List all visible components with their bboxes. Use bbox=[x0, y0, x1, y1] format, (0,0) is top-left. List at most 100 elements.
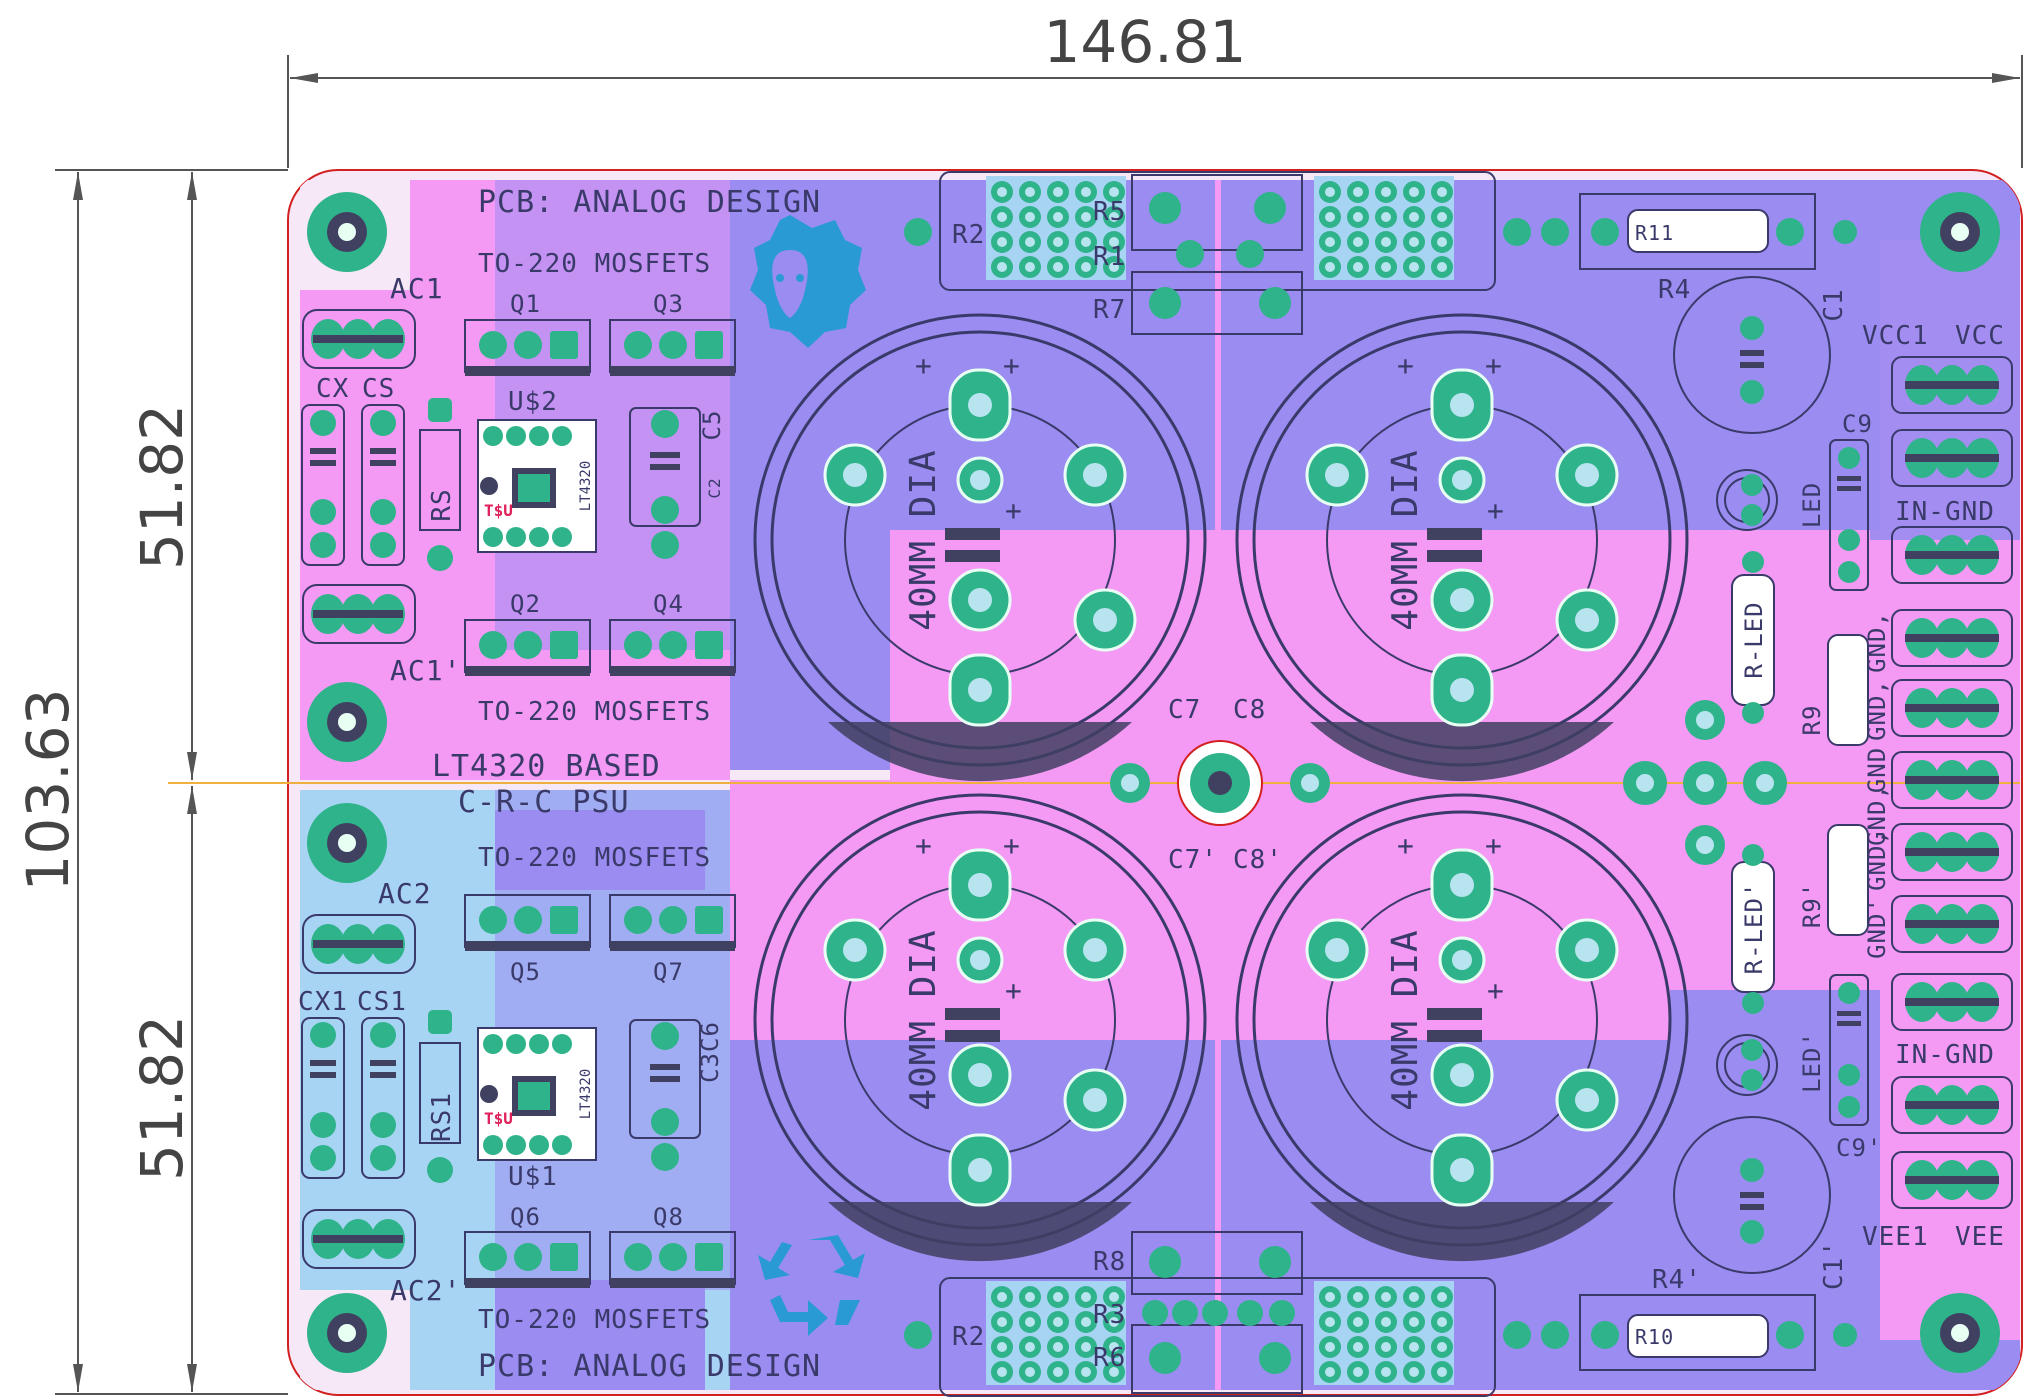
q5-label: Q5 bbox=[510, 958, 541, 986]
gnd-label-1: GND, bbox=[1863, 611, 1891, 673]
ledp-label: LED' bbox=[1798, 1031, 1826, 1093]
vee-label: VEE bbox=[1955, 1222, 2005, 1252]
rs1-label: RS1 bbox=[427, 1092, 457, 1142]
vee1-label: VEE1 bbox=[1862, 1222, 1929, 1252]
r10-label: R10 bbox=[1635, 1325, 1674, 1349]
c1p-label: C1' bbox=[1819, 1240, 1849, 1290]
capacitor-c8p bbox=[1235, 793, 1689, 1262]
c7-label: C7 bbox=[1168, 695, 1201, 725]
svg-text:+: + bbox=[1397, 829, 1414, 862]
r4-label: R4 bbox=[1658, 275, 1691, 305]
mosfets-label-3: TO-220 MOSFETS bbox=[478, 843, 711, 873]
r2-top-label: R2 bbox=[952, 220, 985, 250]
c9-caps bbox=[1829, 439, 1869, 1126]
r9-label: R9 bbox=[1798, 705, 1826, 736]
connectors-left bbox=[302, 309, 416, 1269]
r11-label: R11 bbox=[1635, 221, 1674, 245]
half-top-dimension: 51.82 bbox=[128, 404, 196, 570]
r4p-label: R4' bbox=[1652, 1265, 1702, 1295]
resistor-array-top bbox=[939, 171, 1816, 1397]
pcb-label-bottom: PCB: ANALOG DESIGN bbox=[478, 1349, 821, 1384]
r3-label: R3 bbox=[1093, 1300, 1126, 1330]
cap-dia-label-4: 40MM DIA bbox=[1385, 929, 1426, 1110]
half-bottom-dimension: 51.82 bbox=[128, 1015, 196, 1181]
cs-label: CS bbox=[362, 374, 395, 404]
mosfets-label-2: TO-220 MOSFETS bbox=[478, 697, 711, 727]
c9-label: C9 bbox=[1842, 410, 1873, 438]
cap-c1p bbox=[1673, 1116, 1831, 1274]
capacitor-c7 bbox=[753, 313, 1207, 782]
r5-label: R5 bbox=[1093, 197, 1126, 227]
r-led-resistors bbox=[1731, 551, 1775, 1014]
caps-c5-c2 bbox=[629, 407, 701, 1171]
c8p-label: C8' bbox=[1233, 845, 1283, 875]
dimension-arrows bbox=[73, 73, 2020, 1392]
ac2-label: AC2 bbox=[378, 877, 432, 910]
svg-text:+: + bbox=[1487, 974, 1504, 1007]
ic-pads bbox=[483, 426, 572, 1155]
gnd-label-3: GND bbox=[1863, 747, 1891, 793]
u2-label: U$2 bbox=[508, 387, 558, 417]
cap-dia-label-1: 40MM DIA bbox=[903, 449, 944, 630]
capacitor-polarity-marks bbox=[945, 528, 1482, 1042]
svg-text:+: + bbox=[1485, 349, 1502, 382]
cap-dia-label-3: 40MM DIA bbox=[903, 929, 944, 1110]
r6-label: R6 bbox=[1093, 1343, 1126, 1373]
c5-label: C5 bbox=[698, 410, 726, 441]
svg-text:+: + bbox=[1485, 829, 1502, 862]
ic-name-u1: LT4320 bbox=[578, 1069, 594, 1120]
capacitor-c7p bbox=[753, 793, 1207, 1262]
small-cap-bands-left bbox=[310, 448, 396, 1078]
svg-text:+: + bbox=[1005, 974, 1022, 1007]
cx-label: CX bbox=[316, 374, 349, 404]
ac2p-label: AC2' bbox=[390, 1274, 461, 1307]
c3c6-label: C3C6 bbox=[696, 1021, 724, 1083]
mosfet-pads bbox=[479, 331, 723, 1271]
svg-text:+: + bbox=[915, 829, 932, 862]
q1-label: Q1 bbox=[510, 290, 541, 318]
width-dimension: 146.81 bbox=[1044, 8, 1247, 76]
height-dimension: 103.63 bbox=[14, 689, 82, 892]
dimension-lines bbox=[55, 55, 2023, 1395]
led-label: LED bbox=[1798, 482, 1826, 528]
c7p-label: C7' bbox=[1168, 845, 1218, 875]
r2-bottom-label: R2 bbox=[952, 1322, 985, 1352]
rs-label: RS bbox=[427, 488, 457, 521]
cx1-label: CX1 bbox=[298, 987, 348, 1017]
q3-label: Q3 bbox=[653, 290, 684, 318]
u1-label: U$1 bbox=[508, 1162, 558, 1192]
q7-label: Q7 bbox=[653, 958, 684, 986]
gnd-label-6: GND' bbox=[1863, 897, 1891, 959]
q2-label: Q2 bbox=[510, 590, 541, 618]
r1-label: R1 bbox=[1093, 242, 1126, 272]
ic-ref-u2: T$U bbox=[484, 501, 513, 520]
center-pads bbox=[1110, 700, 1787, 865]
q6-label: Q6 bbox=[510, 1203, 541, 1231]
resistor-pads-top bbox=[904, 192, 1857, 1374]
vcc1-label: VCC1 bbox=[1862, 321, 1929, 351]
led-top bbox=[1716, 469, 1778, 531]
mosfets-label-1: TO-220 MOSFETS bbox=[478, 249, 711, 279]
capacitor-plus-signs: +++ +++ +++ +++ bbox=[915, 349, 1504, 1007]
recycle-logo bbox=[758, 1235, 865, 1336]
psu-title-line-1: LT4320 BASED bbox=[432, 749, 661, 784]
big-capacitor-holes bbox=[843, 393, 1599, 1182]
gnd-label-2: GND, bbox=[1863, 679, 1891, 741]
heatsink-pad-grids bbox=[986, 176, 1454, 1385]
mounting-holes bbox=[307, 192, 2000, 1373]
psu-title-line-2: C-R-C PSU bbox=[458, 785, 630, 820]
connectors-right bbox=[1891, 356, 2013, 1209]
cap-c1 bbox=[1673, 276, 1831, 434]
r8-label: R8 bbox=[1093, 1247, 1126, 1277]
cap-dia-label-2: 40MM DIA bbox=[1385, 449, 1426, 630]
r-led-label: R-LED bbox=[1740, 601, 1768, 678]
svg-text:+: + bbox=[1003, 829, 1020, 862]
r-ledp-label: R-LED' bbox=[1740, 882, 1768, 975]
svg-text:+: + bbox=[1487, 494, 1504, 527]
mosfet-heatsink-bars bbox=[465, 366, 735, 1288]
r9-resistors bbox=[1827, 634, 1869, 936]
small-cap-pads-left bbox=[310, 398, 453, 1183]
gnd-label-5: GND, bbox=[1863, 829, 1891, 891]
in-gnd-label-1: IN-GND bbox=[1895, 497, 1995, 527]
